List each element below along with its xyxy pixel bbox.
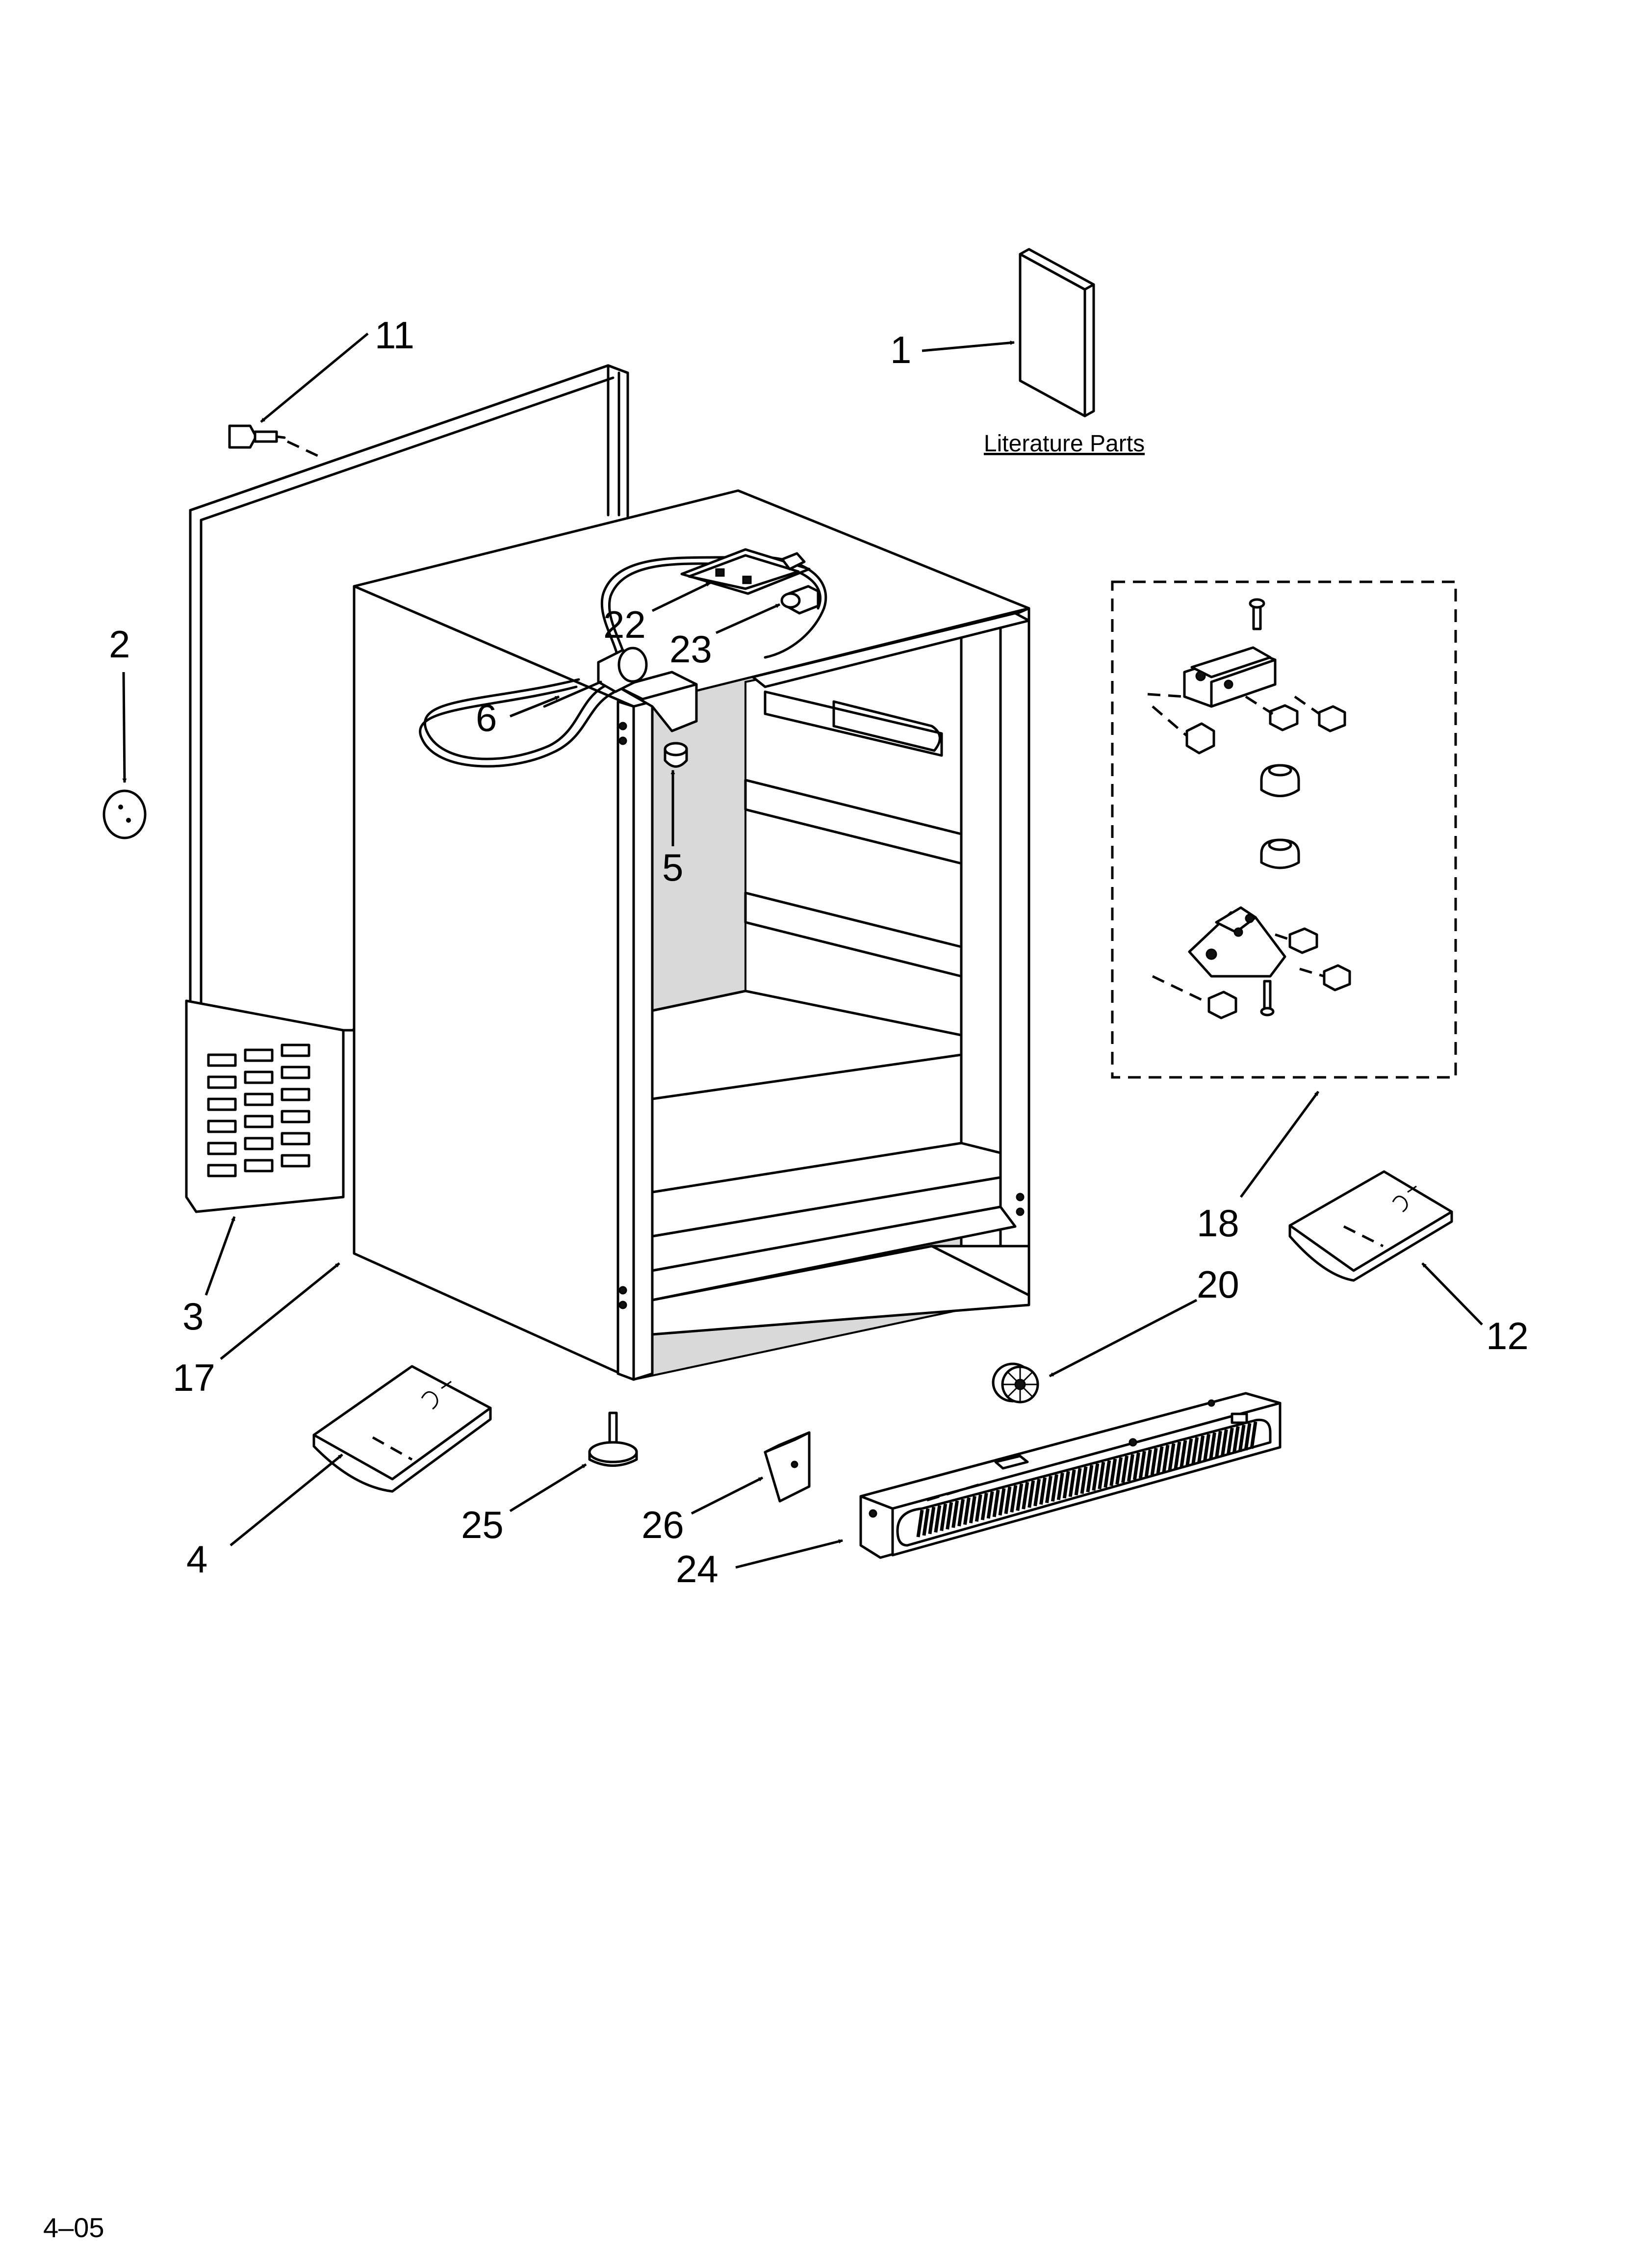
callout-20: 20 — [1197, 1263, 1239, 1306]
vent-slot — [1144, 1449, 1152, 1477]
callout-2: 2 — [109, 623, 130, 666]
callout-17: 17 — [173, 1356, 215, 1399]
vent-slot — [986, 1491, 994, 1519]
vent-slot — [1109, 1459, 1117, 1486]
vent-slot — [1004, 1486, 1012, 1514]
vent-slot — [1051, 1474, 1058, 1502]
vent-slot — [1115, 1457, 1123, 1485]
vent-slot — [1039, 1477, 1047, 1505]
vent-slot — [1103, 1460, 1111, 1488]
clip-part-26 — [764, 1431, 811, 1503]
callout-18: 18 — [1197, 1201, 1239, 1245]
pad-part-4 — [312, 1365, 492, 1493]
control-part-22 — [680, 548, 811, 595]
vent-slot — [1226, 1428, 1234, 1456]
socket-part-6 — [543, 647, 648, 708]
vent-slot — [1220, 1429, 1228, 1457]
vent-slot — [998, 1488, 1006, 1516]
vent-slot — [1244, 1423, 1252, 1451]
vent-slot — [1250, 1421, 1257, 1449]
callout-23: 23 — [669, 627, 712, 671]
vent-slot — [1068, 1469, 1076, 1497]
callout-6: 6 — [476, 696, 497, 739]
vent-slot — [1016, 1483, 1024, 1511]
hinge-kit-part-18 — [1147, 598, 1351, 1019]
grille-part-3 — [185, 999, 345, 1213]
leader-arrows — [122, 333, 1483, 1569]
vent-slot — [1045, 1476, 1052, 1504]
vent-slot — [1203, 1434, 1211, 1461]
vent-slot — [963, 1497, 971, 1525]
plug-part-2 — [103, 789, 147, 839]
hinge-kit-box — [1111, 580, 1457, 1079]
vent-slot — [1174, 1441, 1181, 1469]
callout-26: 26 — [641, 1503, 684, 1546]
vent-slot — [1138, 1451, 1146, 1479]
callout-22: 22 — [603, 603, 646, 646]
callout-12: 12 — [1486, 1314, 1529, 1357]
vent-slot — [1232, 1426, 1240, 1454]
cabinet-part-17 — [353, 489, 1030, 1381]
vent-slot — [934, 1505, 942, 1533]
vent-slot — [928, 1507, 936, 1535]
vent-slot — [969, 1496, 976, 1524]
vent-slot — [946, 1502, 953, 1530]
vent-slot — [1185, 1438, 1193, 1466]
vent-slot — [1080, 1466, 1088, 1494]
vent-slot — [992, 1489, 1000, 1517]
kickplate-vents — [916, 1421, 1257, 1538]
vent-slot — [1238, 1424, 1246, 1452]
vent-slot — [1033, 1479, 1041, 1507]
vent-slot — [1010, 1485, 1018, 1512]
vent-slot — [1056, 1472, 1064, 1500]
fan-part-20 — [992, 1362, 1039, 1404]
literature-booklet — [1019, 248, 1095, 417]
vent-slot — [1098, 1461, 1105, 1489]
vent-slot — [1168, 1443, 1176, 1471]
vent-slot — [1214, 1431, 1222, 1459]
callout-3: 3 — [182, 1295, 204, 1338]
pad-part-12 — [1288, 1170, 1453, 1282]
vent-slot — [975, 1494, 982, 1522]
vent-slot — [940, 1503, 948, 1531]
vent-slot — [1062, 1471, 1070, 1499]
kickplate-part-24 — [859, 1392, 1282, 1559]
vent-slot — [957, 1499, 965, 1527]
callout-24: 24 — [676, 1547, 718, 1590]
callout-11: 11 — [375, 313, 414, 357]
vent-slot — [951, 1500, 959, 1528]
vent-slot — [1197, 1435, 1205, 1463]
callout-5: 5 — [662, 846, 683, 889]
vent-slot — [1209, 1432, 1216, 1460]
vent-slot — [1092, 1463, 1100, 1491]
literature-parts-label: Literature Parts — [984, 431, 1145, 457]
callout-4: 4 — [186, 1538, 207, 1581]
button-part-5 — [664, 742, 688, 768]
vent-slot — [1121, 1455, 1129, 1483]
vent-slot — [1027, 1480, 1035, 1508]
vent-slot — [916, 1510, 924, 1538]
bulb-part-23 — [780, 585, 820, 615]
vent-slot — [1191, 1437, 1199, 1465]
callout-1: 1 — [890, 328, 911, 371]
vent-slot — [1156, 1446, 1164, 1474]
vent-slot — [1162, 1444, 1170, 1472]
page-code: 4–05 — [43, 2212, 104, 2243]
vent-slot — [1127, 1454, 1134, 1482]
leg-part-25 — [588, 1411, 638, 1467]
vent-slot — [922, 1508, 930, 1536]
vent-slot — [1132, 1452, 1140, 1480]
vent-slot — [1180, 1440, 1187, 1468]
callout-25: 25 — [461, 1503, 504, 1546]
vent-slot — [1074, 1468, 1082, 1496]
vent-slot — [1022, 1482, 1029, 1510]
vent-slot — [1150, 1448, 1158, 1476]
screw-part-11 — [228, 424, 286, 449]
vent-slot — [1086, 1464, 1094, 1492]
vent-slot — [980, 1492, 988, 1520]
